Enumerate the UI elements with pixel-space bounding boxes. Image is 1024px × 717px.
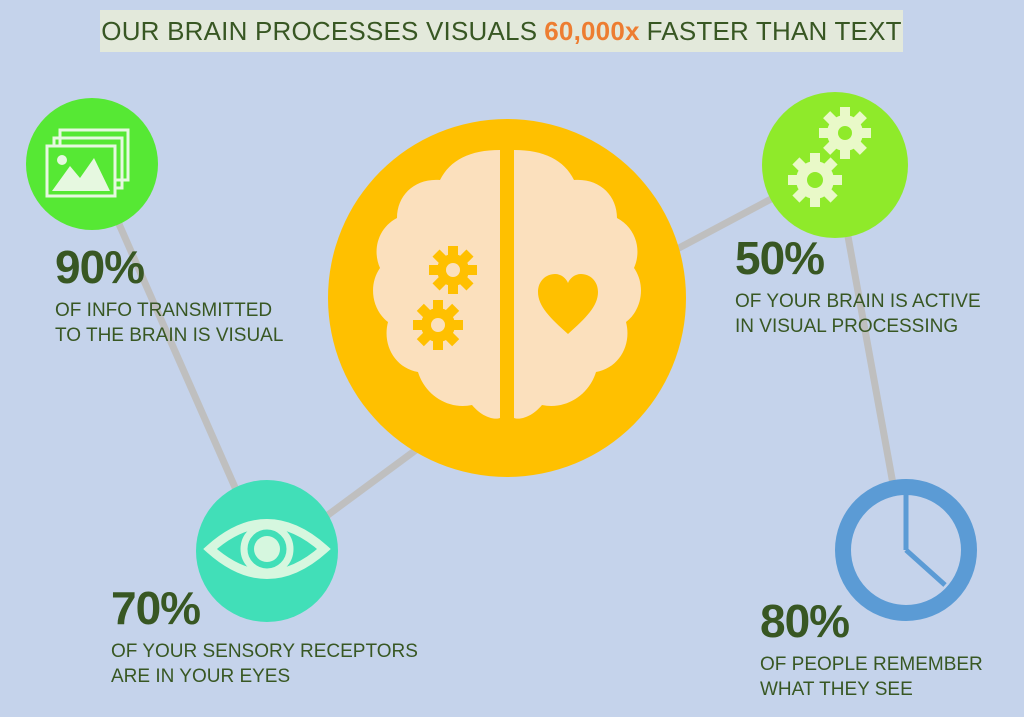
stat-info-visual: 90% OF INFO TRANSMITTED TO THE BRAIN IS …: [55, 244, 283, 348]
gears-icon: [788, 107, 871, 207]
pie-circle: [835, 479, 977, 621]
headline-highlight: 60,000x: [544, 15, 640, 46]
stat-line: WHAT THEY SEE: [760, 679, 913, 700]
stat-percent: 50%: [735, 232, 825, 284]
stat-percent: 70%: [111, 582, 201, 634]
stat-line: OF PEOPLE REMEMBER: [760, 654, 983, 675]
stat-description: OF INFO TRANSMITTED TO THE BRAIN IS VISU…: [55, 298, 283, 348]
stat-sensory-receptors: 70% OF YOUR SENSORY RECEPTORS ARE IN YOU…: [111, 585, 418, 689]
stat-line: OF INFO TRANSMITTED: [55, 300, 273, 321]
stat-line: ARE IN YOUR EYES: [111, 666, 291, 687]
headline-banner: OUR BRAIN PROCESSES VISUALS 60,000x FAST…: [100, 10, 903, 52]
stat-description: OF PEOPLE REMEMBER WHAT THEY SEE: [760, 652, 983, 702]
image-icon: [45, 128, 130, 198]
stat-line: IN VISUAL PROCESSING: [735, 316, 959, 337]
stat-description: OF YOUR SENSORY RECEPTORS ARE IN YOUR EY…: [111, 639, 418, 689]
eye-icon: [203, 519, 331, 579]
eye-circle: [196, 480, 338, 622]
image-circle: [26, 98, 158, 230]
stat-description: OF YOUR BRAIN IS ACTIVE IN VISUAL PROCES…: [735, 289, 981, 339]
gear-icon: [413, 300, 463, 350]
headline-before: OUR BRAIN PROCESSES VISUALS: [101, 15, 538, 46]
gears-circle: [762, 92, 908, 238]
stat-people-remember: 80% OF PEOPLE REMEMBER WHAT THEY SEE: [760, 598, 983, 702]
stat-line: OF YOUR SENSORY RECEPTORS: [111, 641, 418, 662]
heart-icon: [538, 274, 598, 334]
brain-graphic: [328, 119, 686, 477]
stat-brain-active: 50% OF YOUR BRAIN IS ACTIVE IN VISUAL PR…: [735, 235, 981, 339]
stat-percent: 90%: [55, 241, 145, 293]
pie-chart-icon: [903, 487, 947, 587]
stat-line: TO THE BRAIN IS VISUAL: [55, 325, 284, 346]
gear-icon: [429, 246, 477, 294]
stat-line: OF YOUR BRAIN IS ACTIVE: [735, 291, 981, 312]
stat-percent: 80%: [760, 595, 850, 647]
headline-after: FASTER THAN TEXT: [646, 15, 902, 46]
